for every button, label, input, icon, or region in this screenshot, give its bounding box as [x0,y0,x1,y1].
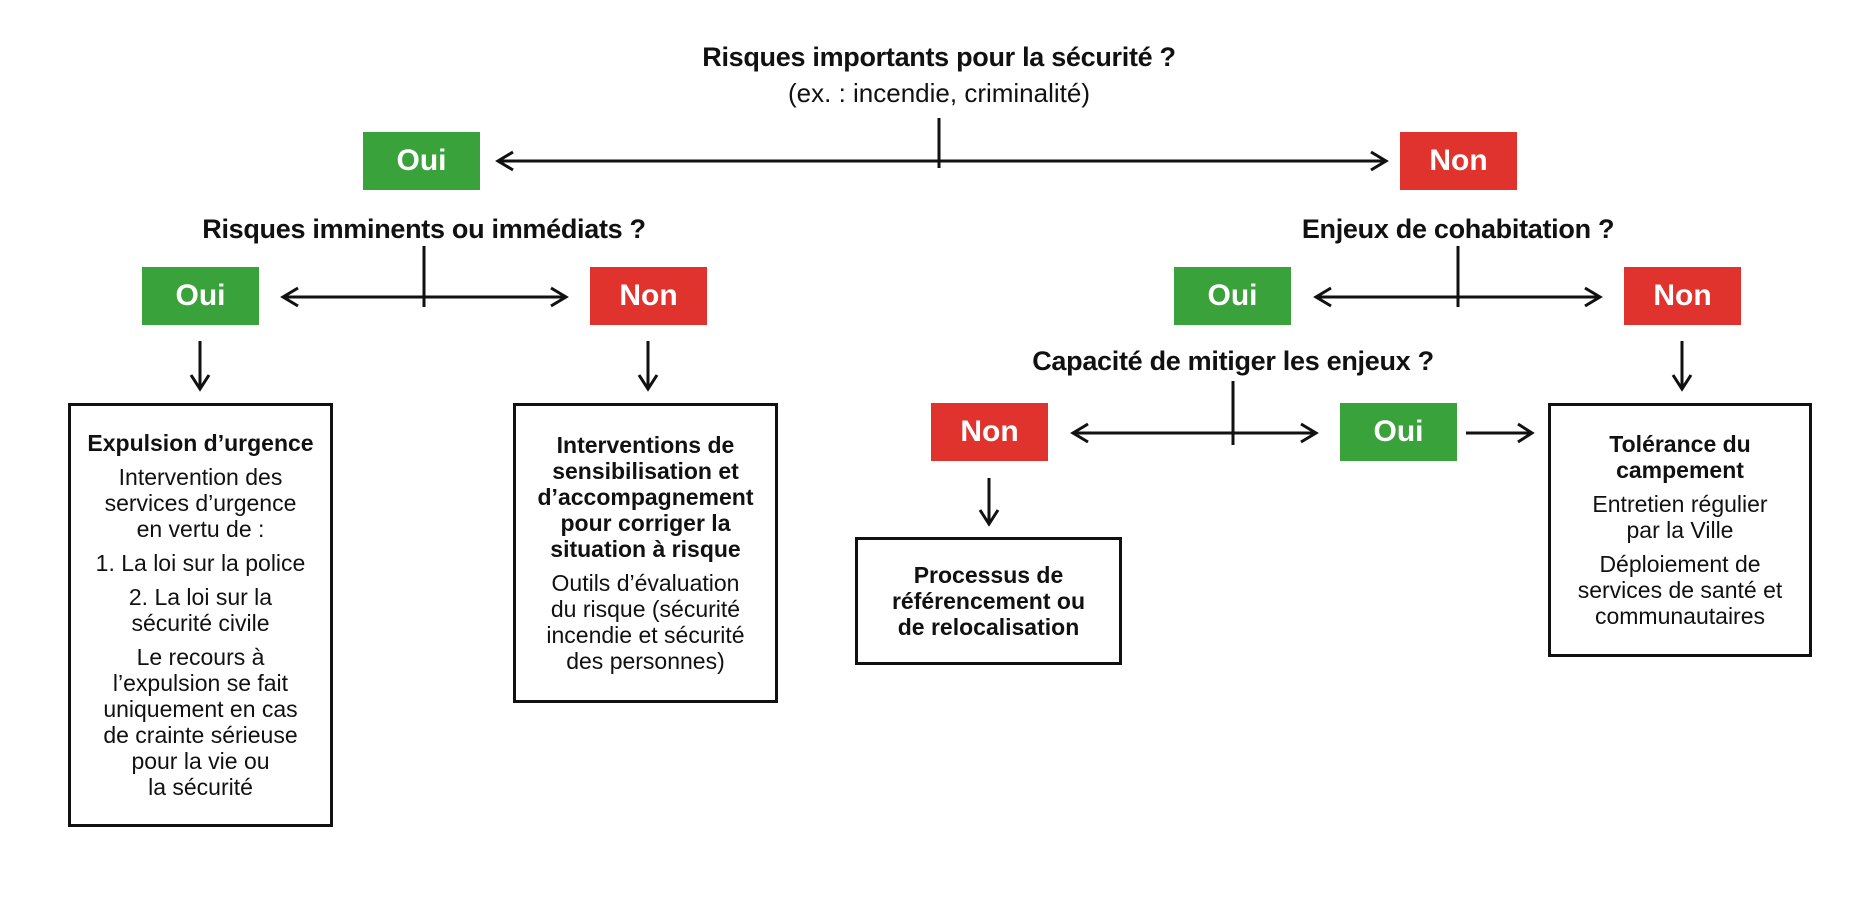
outcome-expulsion-paragraph: Intervention des services d’urgence en v… [104,464,297,542]
arrow-cohabitation [1313,246,1693,392]
outcome-expulsion-paragraph: Le recours à l’expulsion se fait uniquem… [103,644,298,800]
cohabitation-yes-badge: Oui [1174,267,1291,325]
cohabitation-no-badge: Non [1624,267,1741,325]
question-imminent: Risques imminents ou immédiats ? [202,214,646,244]
outcome-sensibilisation-box: Interventions de sensibilisation et d’ac… [513,403,778,703]
question-cohabitation: Enjeux de cohabitation ? [1301,214,1615,244]
root-question-subtitle: (ex. : incendie, criminalité) [788,78,1090,108]
arrow-mitigation [978,381,1535,527]
outcome-tolerance-paragraph: Déploiement de services de santé et comm… [1577,551,1783,629]
outcome-tolerance-paragraph: Entretien régulier par la Ville [1592,491,1768,543]
outcome-sensibilisation-paragraph: Outils d’évaluation du risque (sécurité … [546,570,745,674]
arrow-root [495,118,1389,172]
root-yes-badge: Oui [363,132,480,190]
outcome-expulsion-paragraph: 1. La loi sur la police [95,550,306,576]
root-question-title: Risques importants pour la sécurité ? [702,42,1176,72]
imminent-yes-badge: Oui [142,267,259,325]
outcome-tolerance-title: Tolérance du campement [1609,431,1751,483]
outcome-sensibilisation-title: Interventions de sensibilisation et d’ac… [537,432,754,562]
outcome-expulsion-box: Expulsion d’urgence Intervention des ser… [68,403,333,827]
outcome-expulsion-title: Expulsion d’urgence [87,430,314,456]
question-mitigation: Capacité de mitiger les enjeux ? [1032,346,1434,376]
mitigation-no-badge: Non [931,403,1048,461]
outcome-referencement-title: Processus de référencement ou de relocal… [891,562,1085,640]
imminent-no-badge: Non [590,267,707,325]
arrow-imminent [189,246,659,392]
mitigation-yes-badge: Oui [1340,403,1457,461]
root-no-badge: Non [1400,132,1517,190]
outcome-tolerance-box: Tolérance du campement Entretien régulie… [1548,403,1812,657]
outcome-referencement-box: Processus de référencement ou de relocal… [855,537,1122,665]
outcome-expulsion-paragraph: 2. La loi sur la sécurité civile [128,584,273,636]
